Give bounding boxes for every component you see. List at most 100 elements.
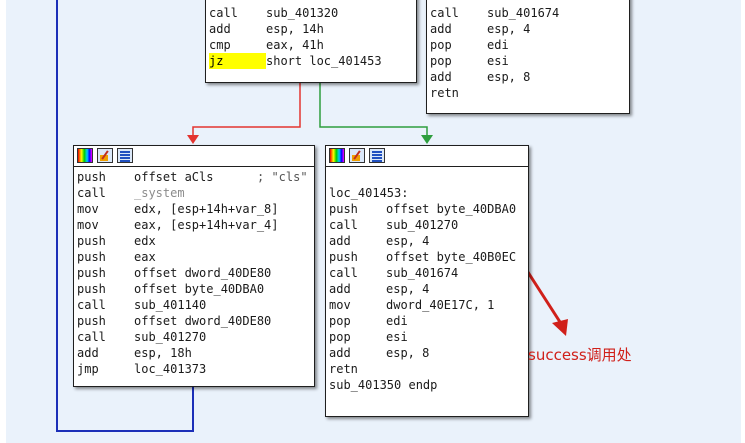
- instruction-row[interactable]: mov dword_40E17C, 1: [329, 297, 528, 313]
- operand: edi: [386, 314, 408, 328]
- operand: sub_401140: [134, 298, 207, 312]
- instruction-row[interactable]: pop esi: [430, 53, 629, 69]
- edit-pencil-icon[interactable]: [97, 148, 113, 163]
- mnemonic: add: [77, 346, 99, 360]
- mnemonic: call: [77, 186, 106, 200]
- annotation-label: success调用处: [528, 346, 632, 364]
- false-branch-arrowhead: [187, 135, 199, 144]
- operand: offset byte_40DBA0: [386, 202, 517, 216]
- operand: eax: [134, 250, 156, 264]
- mnemonic: pop: [329, 330, 351, 344]
- mnemonic: mov: [77, 218, 99, 232]
- instruction-row[interactable]: add esp, 4: [430, 21, 629, 37]
- instruction-row[interactable]: retn: [329, 361, 528, 377]
- instruction-row[interactable]: add esp, 18h: [77, 345, 314, 361]
- mnemonic: call: [77, 330, 106, 344]
- mnemonic: call: [209, 6, 238, 20]
- mnemonic: call: [329, 266, 358, 280]
- instruction-row[interactable]: retn: [430, 85, 629, 101]
- annotation-arrowhead: [552, 319, 568, 336]
- listing-icon[interactable]: [369, 148, 385, 163]
- instruction-row[interactable]: push edx: [77, 233, 314, 249]
- mnemonic: push: [77, 266, 106, 280]
- blank-row: [329, 169, 528, 185]
- operand: eax, [esp+14h+var_4]: [134, 218, 279, 232]
- mnemonic: call: [329, 218, 358, 232]
- operand: sub_401270: [134, 330, 207, 344]
- operand: sub_401674: [487, 6, 560, 20]
- mnemonic: push: [77, 314, 106, 328]
- false-branch-edge: [192, 82, 301, 140]
- instruction-row[interactable]: pop edi: [430, 37, 629, 53]
- edit-pencil-icon[interactable]: [349, 148, 365, 163]
- operand: edi: [487, 38, 509, 52]
- mnemonic: push: [329, 250, 358, 264]
- block-return[interactable]: call sub_401674 add esp, 4 pop edi pop esi a…: [426, 0, 630, 114]
- highlighted-mnemonic: jz: [209, 53, 266, 69]
- mnemonic: add: [430, 22, 452, 36]
- location-label[interactable]: loc_401453:: [329, 186, 409, 200]
- instruction-row[interactable]: call sub_401140: [77, 297, 314, 313]
- listing-icon[interactable]: [117, 148, 133, 163]
- operand: esp, 18h: [134, 346, 192, 360]
- graph-color-icon[interactable]: [329, 148, 345, 163]
- mnemonic: add: [209, 22, 231, 36]
- operand: offset dword_40DE80: [134, 314, 272, 328]
- true-branch-edge: [319, 82, 428, 140]
- mnemonic: pop: [430, 38, 452, 52]
- mnemonic: push: [77, 250, 106, 264]
- instruction-row[interactable]: mov eax, [esp+14h+var_4]: [77, 217, 314, 233]
- jump-back-edge: [56, 0, 194, 432]
- operand: esp, 8: [386, 346, 430, 360]
- instruction-row[interactable]: push eax: [77, 249, 314, 265]
- mnemonic: call: [77, 298, 106, 312]
- mnemonic: pop: [430, 54, 452, 68]
- instruction-row[interactable]: call sub_401270: [77, 329, 314, 345]
- instruction-row[interactable]: add esp, 14h: [209, 21, 416, 37]
- mnemonic: cmp: [209, 38, 231, 52]
- mnemonic: retn: [430, 86, 459, 100]
- mnemonic: mov: [329, 298, 351, 312]
- operand: _system: [134, 186, 185, 200]
- true-branch-arrowhead: [421, 135, 433, 144]
- operand: dword_40E17C, 1: [386, 298, 495, 312]
- graph-color-icon[interactable]: [77, 148, 93, 163]
- operand: esp, 4: [487, 22, 531, 36]
- mnemonic: mov: [77, 202, 99, 216]
- instruction-row[interactable]: push offset dword_40DE80: [77, 313, 314, 329]
- operand: edx: [134, 234, 156, 248]
- function-end-label[interactable]: sub_401350 endp: [329, 378, 438, 392]
- instruction-row[interactable]: call _system: [77, 185, 314, 201]
- operand: esp, 8: [487, 70, 531, 84]
- mnemonic: add: [329, 234, 351, 248]
- annotation-arrow-line: [522, 265, 562, 323]
- mnemonic: call: [430, 6, 459, 20]
- operand: esp, 14h: [266, 22, 324, 36]
- mnemonic: push: [77, 234, 106, 248]
- operand: esi: [487, 54, 509, 68]
- instruction-row[interactable]: call sub_401674: [430, 5, 629, 21]
- operand: loc_401373: [134, 362, 207, 376]
